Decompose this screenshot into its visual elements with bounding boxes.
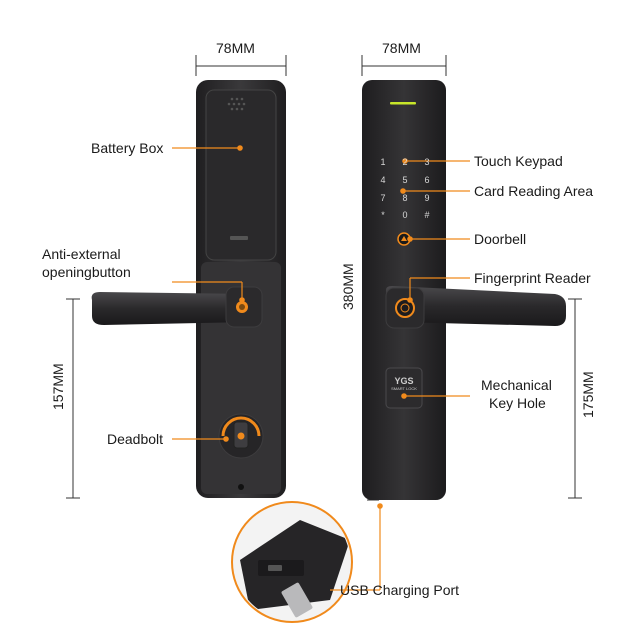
keypad-key: 7 bbox=[380, 193, 386, 203]
left-width-dimension bbox=[195, 55, 287, 76]
mechanical-key-label-line1: Mechanical bbox=[481, 377, 552, 393]
left-width-label: 78MM bbox=[216, 40, 255, 56]
doorbell-label: Doorbell bbox=[474, 231, 527, 247]
logo-text: YGS bbox=[394, 376, 414, 386]
usb-closeup bbox=[231, 501, 353, 623]
keypad-key: 0 bbox=[402, 210, 408, 220]
right-width-dimension bbox=[361, 55, 447, 76]
card-reading-area-label: Card Reading Area bbox=[474, 183, 594, 199]
right-width-label: 78MM bbox=[382, 40, 421, 56]
front-handle bbox=[385, 286, 566, 329]
logo-plate bbox=[385, 367, 423, 409]
anti-external-label-line2: openingbutton bbox=[42, 264, 131, 280]
back-handle bbox=[91, 286, 263, 328]
left-handle-height-label: 157MM bbox=[50, 363, 66, 410]
overall-height-label: 380MM bbox=[340, 263, 356, 310]
keypad-key: 2 bbox=[402, 157, 408, 167]
keypad-key: 6 bbox=[424, 175, 430, 185]
status-indicator-bar bbox=[390, 102, 416, 105]
battery-box-label: Battery Box bbox=[91, 140, 164, 156]
touch-keypad-label: Touch Keypad bbox=[474, 153, 563, 169]
right-handle-height-dimension bbox=[568, 298, 582, 499]
mechanical-key-label-line2: Key Hole bbox=[489, 395, 546, 411]
leader-lines bbox=[172, 145, 470, 591]
cover-latch bbox=[230, 236, 248, 240]
anti-external-label-line1: Anti-external bbox=[42, 246, 121, 262]
keypad-key: # bbox=[424, 210, 430, 220]
brand-logo: YGS SMART LOCK bbox=[386, 376, 422, 391]
left-handle-height-dimension bbox=[66, 298, 80, 499]
deadbolt-indicator-dot bbox=[237, 432, 245, 440]
fingerprint-reader bbox=[395, 298, 415, 318]
keypad-key: 4 bbox=[380, 175, 386, 185]
right-handle-height-label: 175MM bbox=[580, 371, 596, 418]
deadbolt-label: Deadbolt bbox=[107, 431, 164, 447]
deadbolt-arrow-arc bbox=[221, 416, 261, 437]
logo-subtext: SMART LOCK bbox=[391, 386, 417, 391]
keypad-key: 3 bbox=[424, 157, 430, 167]
battery-box-cover bbox=[205, 89, 277, 261]
fingerprint-reader-label: Fingerprint Reader bbox=[474, 270, 591, 286]
keypad-key: * bbox=[381, 210, 385, 220]
speaker-grille bbox=[227, 97, 246, 111]
keypad-key: 5 bbox=[402, 175, 408, 185]
keypad-key: 1 bbox=[380, 157, 386, 167]
keypad-key: 9 bbox=[424, 193, 430, 203]
keypad-key: 8 bbox=[402, 193, 408, 203]
usb-charging-port-label: USB Charging Port bbox=[340, 582, 460, 598]
